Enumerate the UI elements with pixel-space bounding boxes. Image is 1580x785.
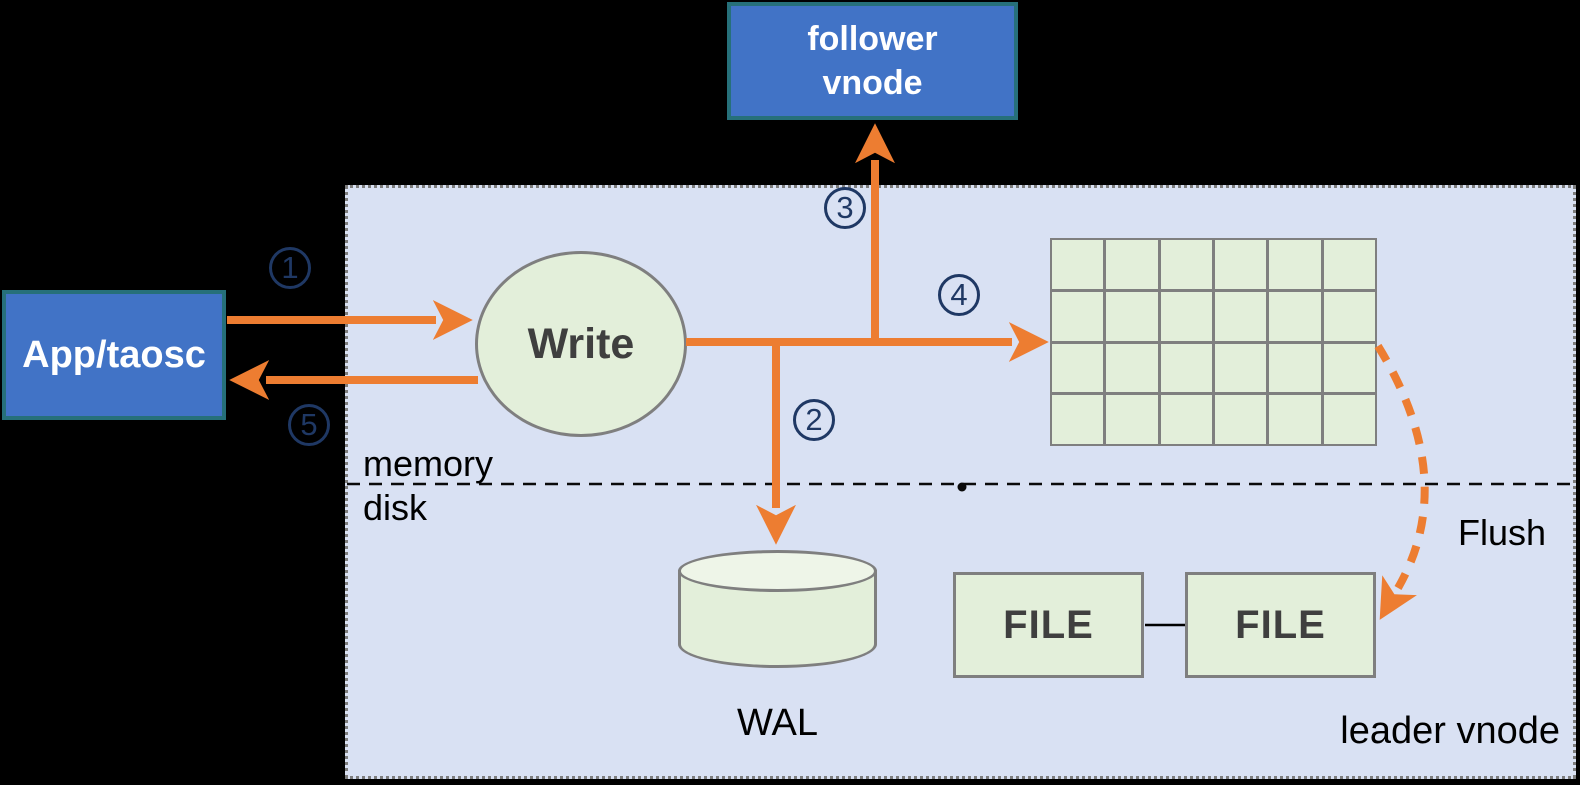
flush-label: Flush <box>1458 512 1547 553</box>
step-4-badge: 4 <box>938 274 980 316</box>
memtable-cell <box>1160 395 1212 444</box>
write-node: Write <box>475 251 687 437</box>
memory-label: memory <box>363 443 494 484</box>
memtable-cell <box>1323 240 1375 289</box>
memtable-cell <box>1214 343 1267 393</box>
file-box-right: FILE <box>1185 572 1376 678</box>
step-1-badge: 1 <box>269 247 311 289</box>
leader-vnode-label: leader vnode <box>1340 710 1560 752</box>
write-node-label: Write <box>527 319 635 368</box>
memtable-cell <box>1106 395 1158 444</box>
step-5-badge: 5 <box>288 404 330 446</box>
memtable-cell <box>1269 291 1321 341</box>
memtable-cell <box>1323 395 1375 444</box>
file-box-right-label: FILE <box>1235 602 1326 647</box>
step-3-badge: 3 <box>824 187 866 229</box>
memtable-cell <box>1160 240 1212 289</box>
step-2-badge: 2 <box>793 399 835 441</box>
wal-cylinder-top <box>678 550 877 592</box>
memtable-cell <box>1214 240 1267 289</box>
memtable-cell <box>1160 291 1212 341</box>
follower-vnode-label: follower vnode <box>807 20 938 102</box>
app-taosc-box: App/taosc <box>2 290 226 420</box>
memtable-grid <box>1050 238 1377 446</box>
memtable-cell <box>1323 343 1375 393</box>
memtable-cell <box>1106 343 1158 393</box>
wal-label: WAL <box>737 702 818 744</box>
memtable-cell <box>1214 395 1267 444</box>
memtable-cell <box>1269 240 1321 289</box>
memtable-cell <box>1052 291 1104 341</box>
memtable-cell <box>1269 343 1321 393</box>
memtable-cell <box>1214 291 1267 341</box>
follower-vnode-box: follower vnode <box>727 2 1018 120</box>
memtable-cell <box>1052 395 1104 444</box>
memtable-cell <box>1052 240 1104 289</box>
disk-label: disk <box>363 487 428 528</box>
memtable-cell <box>1106 240 1158 289</box>
memtable-cell <box>1052 343 1104 393</box>
file-box-left: FILE <box>953 572 1144 678</box>
app-taosc-label: App/taosc <box>22 333 206 376</box>
memtable-cell <box>1160 343 1212 393</box>
memtable-cell <box>1106 291 1158 341</box>
memtable-cell <box>1323 291 1375 341</box>
file-box-left-label: FILE <box>1003 602 1094 647</box>
memtable-cell <box>1269 395 1321 444</box>
